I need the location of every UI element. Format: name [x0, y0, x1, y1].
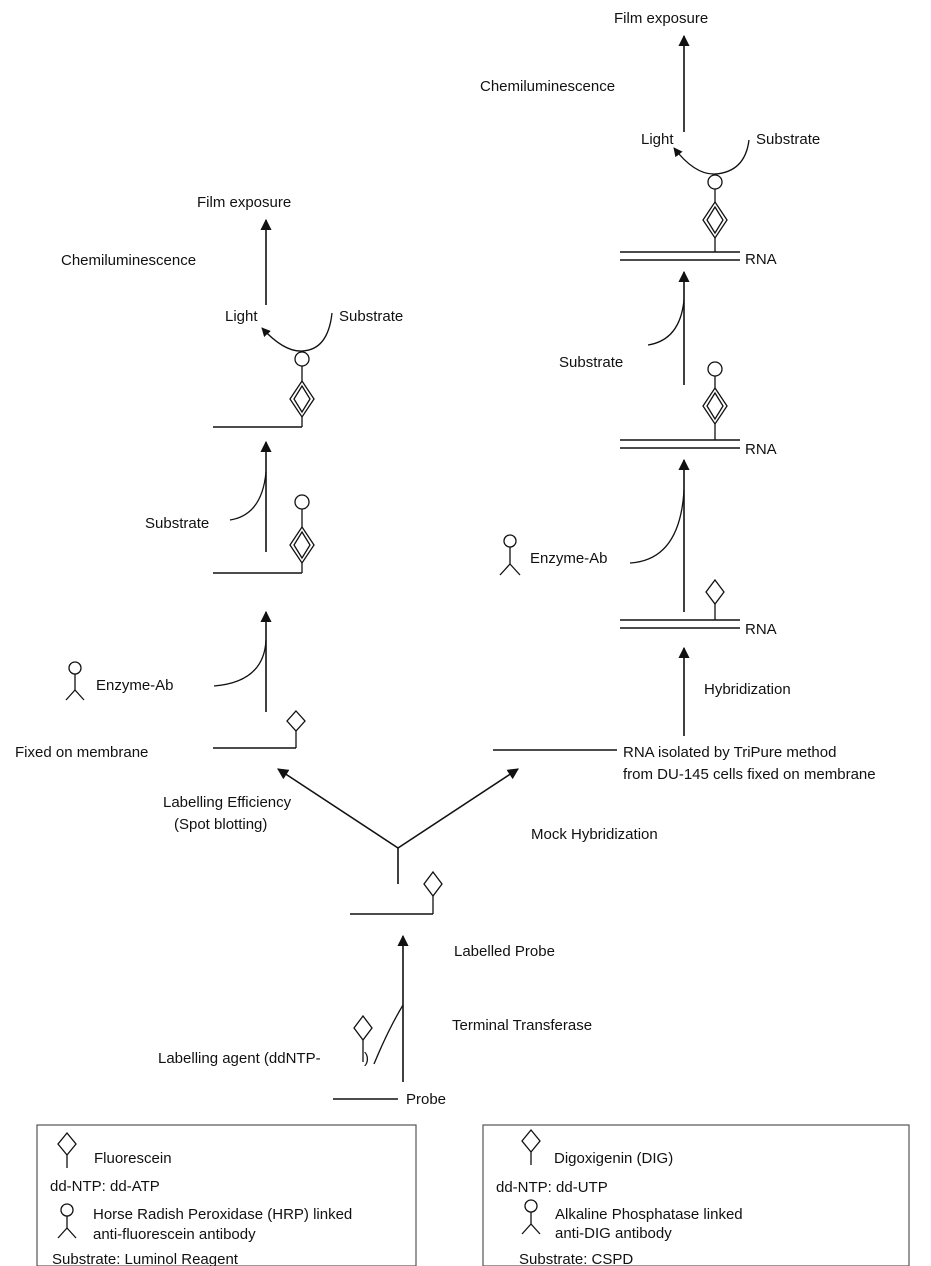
center-labelling-section: Probe Terminal Transferase Labelling age…: [158, 768, 658, 1108]
right-branch: RNA isolated by TriPure method from DU-1…: [480, 10, 876, 783]
left-substrate-legend: Substrate: Luminol Reagent: [52, 1251, 239, 1266]
rna-label-3: RNA: [745, 251, 777, 268]
right-light-label: Light: [641, 131, 674, 148]
legend-digoxigenin: Digoxigenin (DIG) dd-NTP: dd-UTP Alkalin…: [482, 1124, 910, 1266]
right-conjugate-icon-2: [702, 174, 728, 252]
hybridization-label: Hybridization: [704, 681, 791, 698]
labelling-agent-diamond-icon: [353, 1014, 373, 1062]
left-substrate-step-label: Substrate: [145, 515, 209, 532]
labelled-probe-label: Labelled Probe: [454, 943, 555, 960]
right-conjugate-icon-1: [702, 361, 728, 440]
right-split-arrow: [397, 768, 519, 849]
labelling-agent-label: Labelling agent (ddNTP-: [158, 1050, 321, 1067]
labelled-probe-diamond-icon: [423, 870, 443, 898]
fixed-on-membrane-label: Fixed on membrane: [15, 744, 148, 761]
probe-label: Probe: [406, 1091, 446, 1108]
left-reaction-arc: [261, 312, 333, 352]
labelling-efficiency-label: Labelling Efficiency: [163, 794, 292, 811]
legend-fluorescein: Fluorescein dd-NTP: dd-ATP Horse Radish …: [36, 1124, 417, 1266]
left-light-label: Light: [225, 308, 258, 325]
rna-label-2: RNA: [745, 441, 777, 458]
hrp-antibody-line1: Horse Radish Peroxidase (HRP) linked: [93, 1206, 352, 1223]
rna-isolated-line2: from DU-145 cells fixed on membrane: [623, 766, 876, 783]
hrp-antibody-line2: anti-fluorescein antibody: [93, 1226, 256, 1243]
right-dig-diamond-icon: [705, 578, 725, 606]
rna-isolated-line1: RNA isolated by TriPure method: [623, 744, 836, 761]
hrp-antibody-icon: [57, 1203, 77, 1239]
mock-hybridization-label: Mock Hybridization: [531, 826, 658, 843]
legend-left-box: [36, 1124, 417, 1266]
agent-curve: [373, 1004, 404, 1065]
right-substrate-legend: Substrate: CSPD: [519, 1251, 633, 1266]
ap-antibody-icon: [521, 1199, 541, 1235]
left-conjugate-icon-1: [289, 494, 315, 573]
fluorescein-diamond-icon: [57, 1131, 77, 1168]
right-substrate-step-label: Substrate: [559, 354, 623, 371]
right-reaction-arc: [673, 139, 750, 175]
ap-antibody-line1: Alkaline Phosphatase linked: [555, 1206, 743, 1223]
right-substrate-curve: [647, 299, 685, 346]
left-enzyme-ab-icon: [65, 661, 85, 701]
rna-label-1: RNA: [745, 621, 777, 638]
right-enzyme-curve: [629, 489, 685, 564]
right-ddntp-label: dd-NTP: dd-UTP: [496, 1179, 608, 1196]
terminal-transferase-label: Terminal Transferase: [452, 1017, 592, 1034]
left-film-exposure-label: Film exposure: [197, 194, 291, 211]
right-enzyme-ab-icon: [499, 534, 521, 576]
left-conjugate-icon-2: [289, 351, 315, 427]
left-substrate-curve: [229, 471, 267, 521]
left-fluorescein-diamond-icon: [286, 710, 306, 732]
left-branch: Fixed on membrane Enzyme-Ab Substrate: [15, 194, 403, 761]
spot-blotting-label: (Spot blotting): [174, 816, 267, 833]
right-film-exposure-label: Film exposure: [614, 10, 708, 27]
right-chemiluminescence-label: Chemiluminescence: [480, 78, 615, 95]
left-enzyme-curve: [213, 639, 267, 687]
digoxigenin-diamond-icon: [521, 1128, 541, 1165]
legend-right-box: [482, 1124, 910, 1266]
digoxigenin-label: Digoxigenin (DIG): [554, 1150, 673, 1167]
ap-antibody-line2: anti-DIG antibody: [555, 1225, 672, 1242]
right-reaction-substrate-label: Substrate: [756, 131, 820, 148]
fluorescein-label: Fluorescein: [94, 1150, 172, 1167]
labelling-agent-paren: ): [364, 1050, 369, 1067]
right-enzyme-ab-label: Enzyme-Ab: [530, 550, 608, 567]
left-ddntp-label: dd-NTP: dd-ATP: [50, 1178, 160, 1195]
left-chemiluminescence-label: Chemiluminescence: [61, 252, 196, 269]
left-enzyme-ab-label: Enzyme-Ab: [96, 677, 174, 694]
left-reaction-substrate-label: Substrate: [339, 308, 403, 325]
left-split-arrow: [277, 768, 399, 849]
